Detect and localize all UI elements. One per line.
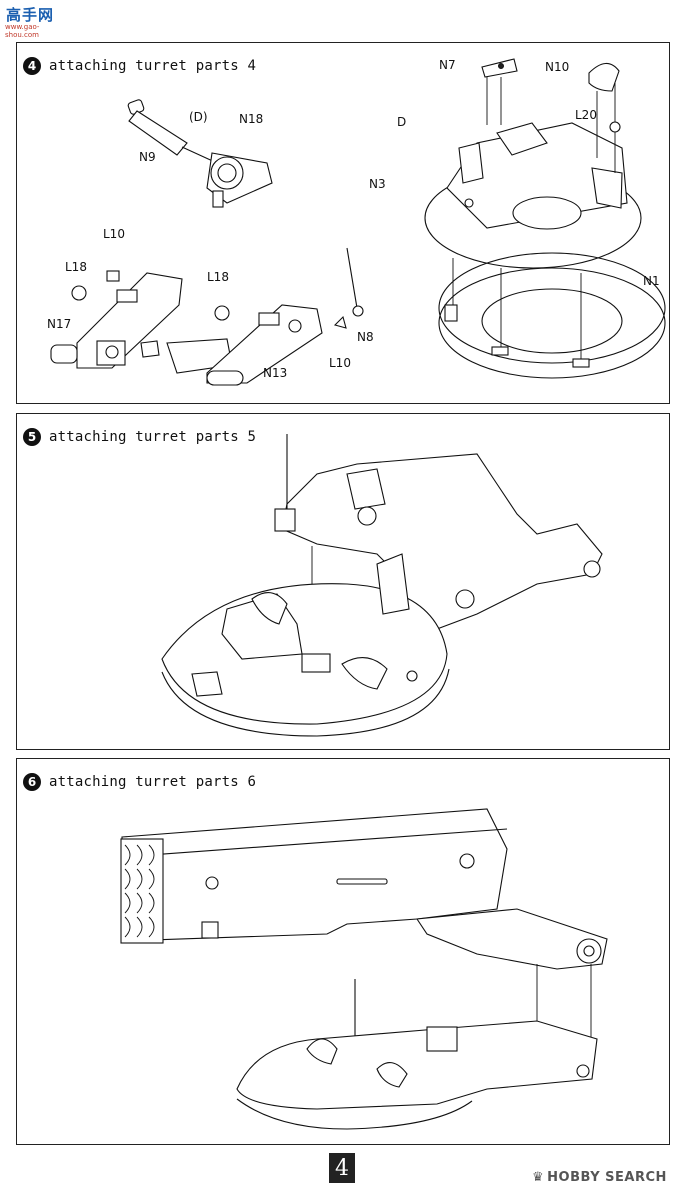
label-d-upper: (D)	[189, 110, 208, 124]
launcher-box	[120, 808, 608, 1059]
part-l20	[609, 121, 621, 133]
label-l20: L20	[575, 108, 597, 122]
step-5-title: attaching turret parts 5	[49, 429, 257, 445]
label-l10-a: L10	[103, 227, 125, 241]
label-n3: N3	[369, 177, 386, 191]
part-n1	[438, 252, 666, 379]
step-4-illustration: N7 N10 (D) N18 N9 D L20 N3 L10 L18 L18 N…	[47, 58, 666, 386]
label-d: D	[397, 115, 406, 129]
label-n1: N1	[643, 274, 660, 288]
label-n18: N18	[239, 112, 263, 126]
step-4-panel: 4 attaching turret parts 4	[16, 42, 670, 404]
gun-mount-assembly	[274, 434, 603, 675]
label-n13: N13	[263, 366, 287, 380]
turret-body	[161, 553, 450, 737]
page-number: 4	[329, 1153, 355, 1183]
step-6-illustration	[120, 808, 608, 1130]
step-5-illustration	[161, 434, 603, 737]
step-6-panel: 6 attaching turret parts 6	[16, 758, 670, 1145]
watermark-text: HOBBY SEARCH	[547, 1170, 667, 1185]
label-n17: N17	[47, 317, 71, 331]
step-5-header: 5 attaching turret parts 5	[23, 428, 256, 446]
step-5-number: 5	[23, 428, 41, 446]
label-n10: N10	[545, 60, 569, 74]
part-n7	[481, 58, 518, 125]
crown-icon: ♛	[532, 1170, 545, 1185]
step-6-title: attaching turret parts 6	[49, 774, 257, 790]
site-logo: 高手网 www.gao-shou.com	[2, 4, 72, 39]
label-n8: N8	[357, 330, 374, 344]
hobby-search-watermark: ♛HOBBY SEARCH	[532, 1170, 667, 1185]
part-n17-assembly	[50, 270, 183, 369]
turret-base	[236, 979, 598, 1130]
step-4-number: 4	[23, 57, 41, 75]
part-n3	[424, 122, 642, 269]
logo-url: www.gao-shou.com	[5, 23, 40, 39]
label-l18-b: L18	[207, 270, 229, 284]
label-n7: N7	[439, 58, 456, 72]
part-n18	[206, 152, 273, 208]
label-l10-b: L10	[329, 356, 351, 370]
step-6-header: 6 attaching turret parts 6	[23, 773, 256, 791]
step-4-header: 4 attaching turret parts 4	[23, 57, 256, 75]
step-4-title: attaching turret parts 4	[49, 58, 257, 74]
step-5-panel: 5 attaching turret parts 5	[16, 413, 670, 750]
step-6-number: 6	[23, 773, 41, 791]
label-n9: N9	[139, 150, 156, 164]
logo-brand: 高手网	[6, 6, 55, 24]
label-l18-a: L18	[65, 260, 87, 274]
part-n9	[127, 99, 218, 164]
part-n8	[333, 247, 364, 329]
part-n13-assembly	[166, 304, 323, 386]
part-n10	[588, 62, 620, 173]
